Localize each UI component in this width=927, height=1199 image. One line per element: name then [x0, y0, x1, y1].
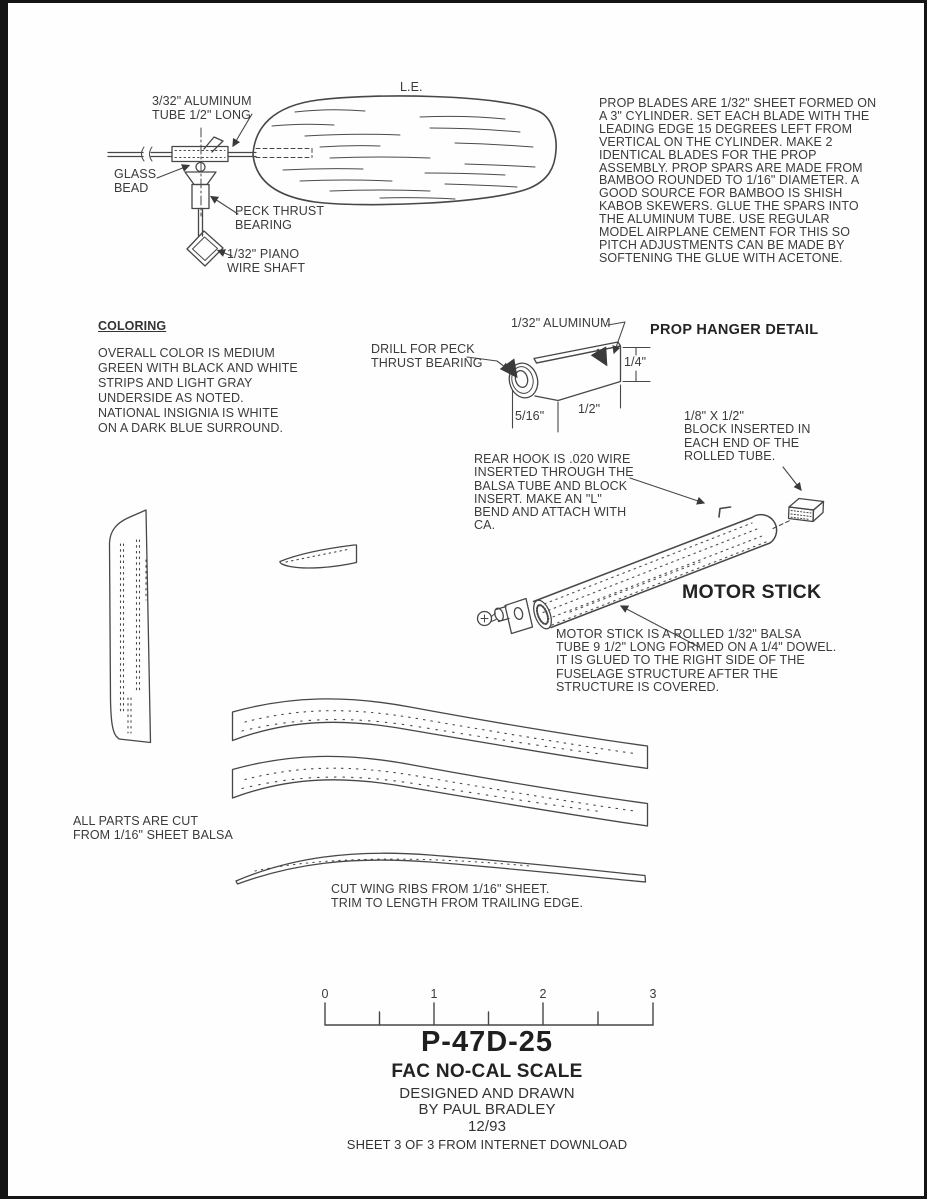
leader-arrow	[466, 356, 510, 371]
dim-half-inch: 1/2"	[578, 402, 601, 416]
sheet-info: SHEET 3 OF 3 FROM INTERNET DOWNLOAD	[346, 1137, 628, 1152]
paper-background	[8, 3, 924, 1196]
small-template-drawing	[279, 544, 358, 569]
leader-arrow	[156, 164, 191, 179]
prop-hanger-heading: PROP HANGER DETAIL	[650, 322, 819, 338]
prop-blade-drawing	[252, 95, 557, 206]
block-stipple	[790, 510, 812, 520]
plan-title: P-47D-25	[420, 1026, 554, 1058]
ruler-tick-1: 1	[430, 987, 438, 1001]
fin-template-drawing	[108, 509, 152, 744]
prop-hanger-drawing	[466, 321, 651, 433]
plan-date: 12/93	[467, 1118, 507, 1135]
drill-label: DRILL FOR PECK THRUST BEARING	[371, 342, 483, 370]
all-parts-note: ALL PARTS ARE CUT FROM 1/16" SHEET BALSA	[73, 814, 233, 842]
bend-face-arrow	[590, 346, 608, 367]
wing-ribs-note: CUT WING RIBS FROM 1/16" SHEET. TRIM TO …	[331, 882, 584, 910]
leader-arrow	[232, 113, 253, 148]
wood-grain-lines	[271, 109, 536, 200]
motor-stick-heading: MOTOR STICK	[682, 581, 822, 603]
leader-arrow	[607, 321, 626, 355]
aluminum-tube-label: 3/32" ALUMINUM TUBE 1/2" LONG	[152, 94, 252, 122]
leader-arrow	[629, 477, 706, 505]
ruler-tick-0: 0	[321, 987, 329, 1001]
prop-assembly-drawing	[107, 113, 257, 267]
motor-stick-drawing	[476, 466, 825, 648]
motor-stick-notes: MOTOR STICK IS A ROLLED 1/32" BALSA TUBE…	[556, 627, 837, 694]
coloring-notes: OVERALL COLOR IS MEDIUM GREEN WITH BLACK…	[98, 346, 298, 435]
rear-hook-label: REAR HOOK IS .020 WIRE INSERTED THROUGH …	[474, 452, 634, 533]
leader-arrow	[209, 195, 239, 215]
leader-arrow	[619, 605, 700, 648]
block-label: 1/8" X 1/2" BLOCK INSERTED IN EACH END O…	[684, 409, 811, 463]
tube-texture	[538, 522, 767, 626]
glass-bead-label: GLASS BEAD	[114, 167, 157, 195]
ruler-tick-3: 3	[649, 987, 657, 1001]
strip-templates-drawing	[231, 698, 649, 827]
dim-quarter-inch: 1/4"	[624, 355, 647, 369]
coloring-heading: COLORING	[98, 319, 167, 333]
leader-arrow	[216, 249, 233, 257]
wire-shaft-label: 1/32" PIANO WIRE SHAFT	[227, 247, 306, 275]
hanger-aluminum-label: 1/32" ALUMINUM	[511, 316, 611, 330]
dim-five-sixteenths: 5/16"	[515, 409, 545, 423]
leader-arrow	[782, 466, 802, 491]
rib-template-drawing	[235, 852, 647, 885]
prop-notes: PROP BLADES ARE 1/32" SHEET FORMED ON A …	[599, 96, 877, 265]
thrust-bearing-label: PECK THRUST BEARING	[235, 204, 325, 232]
designed-by-line2: BY PAUL BRADLEY	[418, 1101, 556, 1118]
designed-by-line1: DESIGNED AND DRAWN	[399, 1085, 575, 1102]
plan-subtitle: FAC NO-CAL SCALE	[391, 1061, 583, 1082]
leading-edge-label: L.E.	[400, 80, 423, 94]
scale-ruler-drawing	[324, 1002, 654, 1026]
ruler-tick-2: 2	[539, 987, 547, 1001]
